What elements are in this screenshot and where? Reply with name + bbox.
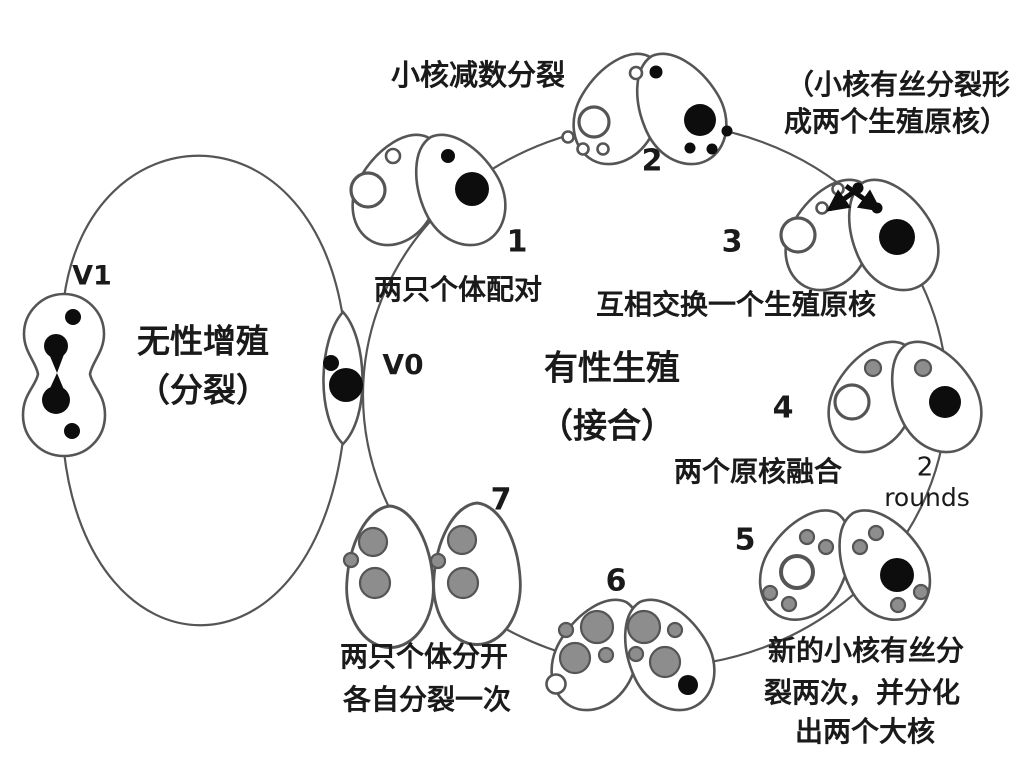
cell-body-left bbox=[345, 504, 435, 650]
micronucleus-gray bbox=[429, 552, 447, 570]
old-macronucleus-white bbox=[545, 673, 567, 695]
stage-2-number: 2 bbox=[642, 144, 663, 179]
stage-6-number: 6 bbox=[606, 564, 627, 599]
pronucleus-white bbox=[831, 182, 845, 196]
asexual-cycle-ring bbox=[62, 154, 345, 627]
stage-7-pair bbox=[342, 501, 522, 650]
new-nucleus-gray bbox=[889, 596, 907, 614]
annotation-mitosis-note-line1: （小核有丝分裂形 bbox=[786, 68, 1010, 101]
sexual-title-line2: （接合） bbox=[539, 407, 675, 447]
micronucleus-bottom bbox=[64, 423, 80, 439]
annotation-fusion: 两个原核融合 bbox=[674, 455, 843, 488]
stage-1-number: 1 bbox=[507, 225, 528, 260]
macronucleus-black bbox=[455, 172, 489, 206]
annotation-pairing: 两只个体配对 bbox=[374, 273, 542, 306]
stage-2-pair bbox=[556, 35, 744, 181]
annotation-rounds-value: 2 bbox=[917, 453, 934, 483]
new-nucleus-gray bbox=[798, 528, 816, 546]
new-nucleus-gray bbox=[867, 524, 885, 542]
stage-1-pair bbox=[335, 116, 523, 262]
asexual-ring-bottom-arc bbox=[62, 439, 345, 627]
annotation-exchange: 互相交换一个生殖原核 bbox=[596, 288, 876, 321]
macronucleus-white bbox=[779, 216, 817, 254]
macronucleus-neck-bottom bbox=[46, 373, 67, 397]
cell-v1-label: V1 bbox=[72, 261, 112, 292]
macronucleus-black bbox=[929, 386, 961, 418]
micronucleus bbox=[323, 355, 339, 371]
new-nucleus-gray bbox=[851, 538, 869, 556]
new-micronucleus-gray bbox=[627, 645, 645, 663]
macronucleus-black bbox=[684, 104, 716, 136]
macronucleus-black bbox=[880, 558, 914, 592]
macronucleus bbox=[329, 368, 363, 402]
macronucleus-white bbox=[833, 383, 871, 421]
new-nucleus-gray bbox=[761, 584, 779, 602]
macronucleus-black bbox=[879, 219, 915, 255]
micronucleus-white bbox=[628, 65, 644, 81]
micronucleus-black bbox=[721, 125, 733, 137]
macronucleus-white bbox=[349, 171, 387, 209]
pronucleus-white bbox=[815, 201, 829, 215]
annotation-meiosis: 小核减数分裂 bbox=[391, 58, 565, 92]
new-nucleus-gray bbox=[817, 538, 835, 556]
cell-v1-dividing bbox=[21, 292, 107, 458]
micronucleus-black bbox=[684, 142, 696, 154]
annotation-mitosis-note-line2: 成两个生殖原核） bbox=[784, 105, 1008, 138]
annotation-separation-line2: 各自分裂一次 bbox=[342, 683, 511, 716]
macronucleus-gray bbox=[446, 566, 480, 600]
macronucleus-neck-top bbox=[47, 349, 66, 373]
micronucleus-black bbox=[706, 143, 718, 155]
new-macronucleus-gray bbox=[579, 609, 615, 645]
stage-7-number: 7 bbox=[491, 483, 512, 518]
macronucleus-gray bbox=[446, 524, 478, 556]
stage-6-pair bbox=[534, 581, 732, 727]
asexual-ring-top-arc bbox=[62, 154, 345, 319]
old-macronucleus-black bbox=[678, 675, 698, 695]
asexual-title-line1: 无性增殖 bbox=[137, 322, 269, 361]
micronucleus-black bbox=[649, 65, 663, 79]
new-micronucleus-gray bbox=[666, 621, 684, 639]
stage-3-number: 3 bbox=[722, 225, 743, 260]
new-micronucleus-gray bbox=[597, 646, 615, 664]
micronucleus-gray bbox=[342, 551, 360, 569]
annotation-division-note-line3: 出两个大核 bbox=[795, 715, 935, 748]
cell-v0-label: V0 bbox=[382, 348, 423, 381]
macronucleus-white bbox=[577, 105, 611, 139]
new-macronucleus-gray bbox=[626, 609, 662, 645]
new-micronucleus-gray bbox=[557, 621, 575, 639]
fused-nucleus-gray bbox=[863, 358, 883, 378]
macronucleus-gray bbox=[357, 526, 389, 558]
macronucleus-gray bbox=[358, 566, 392, 600]
cell-body bbox=[21, 292, 107, 458]
annotation-division-note-line1: 新的小核有丝分 bbox=[768, 634, 964, 667]
exchange-arrow-right bbox=[844, 183, 882, 212]
stage-4-number: 4 bbox=[773, 391, 794, 426]
annotation-separation-line1: 两只个体分开 bbox=[340, 640, 508, 673]
annotation-division-note-line2: 裂两次，并分化 bbox=[764, 676, 960, 709]
new-macronucleus-gray bbox=[648, 645, 682, 679]
new-nucleus-gray bbox=[912, 583, 930, 601]
new-nucleus-gray bbox=[780, 595, 798, 613]
exchange-arrow-left bbox=[826, 183, 864, 212]
stage-5-pair bbox=[741, 491, 949, 637]
annotation-rounds-word: rounds bbox=[884, 483, 970, 512]
micronucleus-white bbox=[576, 142, 590, 156]
cell-body-right bbox=[432, 501, 522, 647]
micronucleus-black bbox=[441, 149, 455, 163]
micronucleus-white bbox=[384, 147, 402, 165]
micronucleus-top bbox=[65, 309, 81, 325]
cell-v0-start bbox=[322, 310, 364, 446]
stage-3-pair bbox=[768, 161, 956, 307]
micronucleus-white bbox=[596, 142, 610, 156]
sexual-title-line1: 有性生殖 bbox=[544, 349, 680, 389]
macronucleus-white bbox=[779, 554, 815, 590]
stage-4-pair bbox=[811, 323, 999, 469]
new-macronucleus-gray bbox=[558, 641, 592, 675]
stage-5-number: 5 bbox=[735, 523, 756, 558]
fused-nucleus-gray bbox=[913, 358, 933, 378]
micronucleus-white bbox=[561, 130, 575, 144]
asexual-title-line2: （分裂） bbox=[137, 371, 269, 410]
